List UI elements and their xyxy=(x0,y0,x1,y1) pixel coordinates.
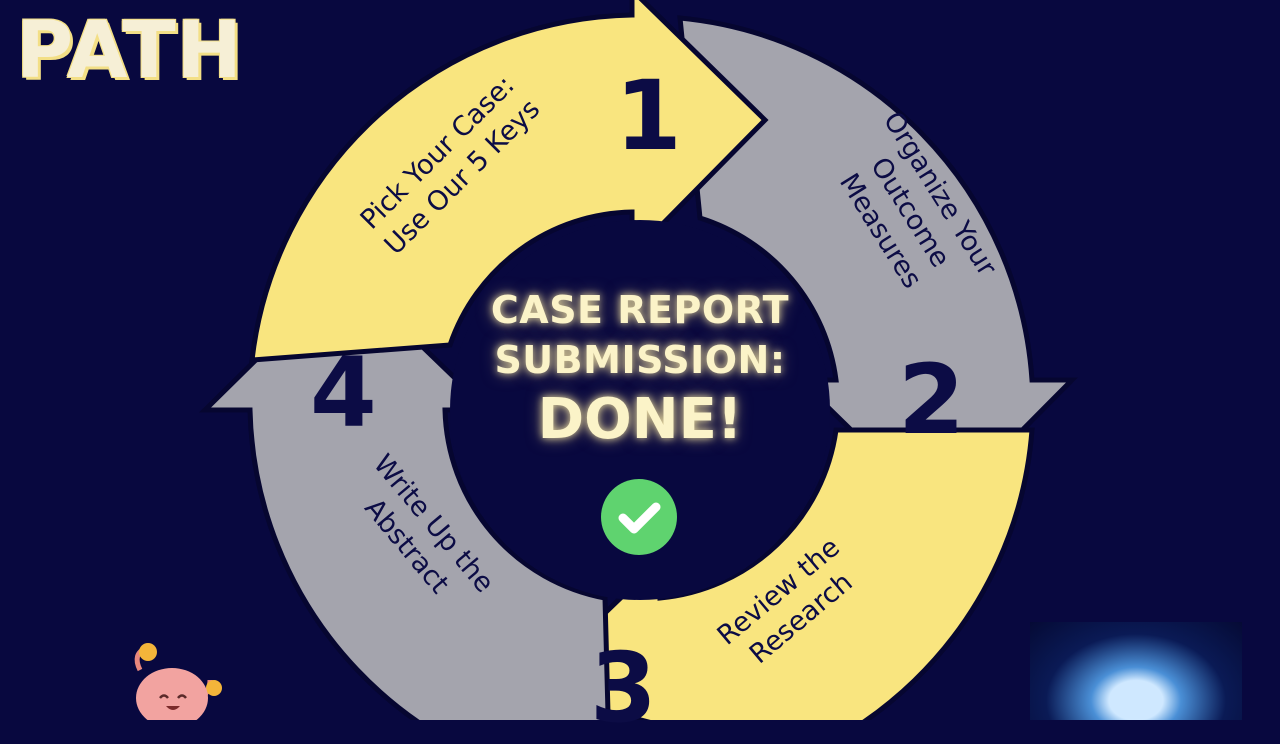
center-message: CASE REPORT SUBMISSION: DONE! xyxy=(460,285,820,455)
page-title: PATH xyxy=(16,6,243,96)
cycle-ring xyxy=(198,0,1079,720)
step-1-arrow xyxy=(249,0,769,363)
check-circle-icon xyxy=(601,479,677,555)
step-3-number: 3 xyxy=(590,632,657,744)
center-line2: SUBMISSION: xyxy=(494,338,786,382)
center-line1: CASE REPORT xyxy=(490,288,790,332)
step-4-arrow xyxy=(198,268,611,720)
step-3-arrow xyxy=(520,427,1035,720)
step-2-number: 2 xyxy=(898,344,965,456)
step-2-arrow xyxy=(677,15,1079,519)
step-4-number: 4 xyxy=(310,337,377,449)
glowing-brain-photo xyxy=(1030,622,1242,720)
center-disc xyxy=(450,220,830,600)
step-1-number: 1 xyxy=(615,60,682,172)
center-line3: DONE! xyxy=(537,387,743,452)
cartoon-brain-mascot xyxy=(110,640,230,728)
